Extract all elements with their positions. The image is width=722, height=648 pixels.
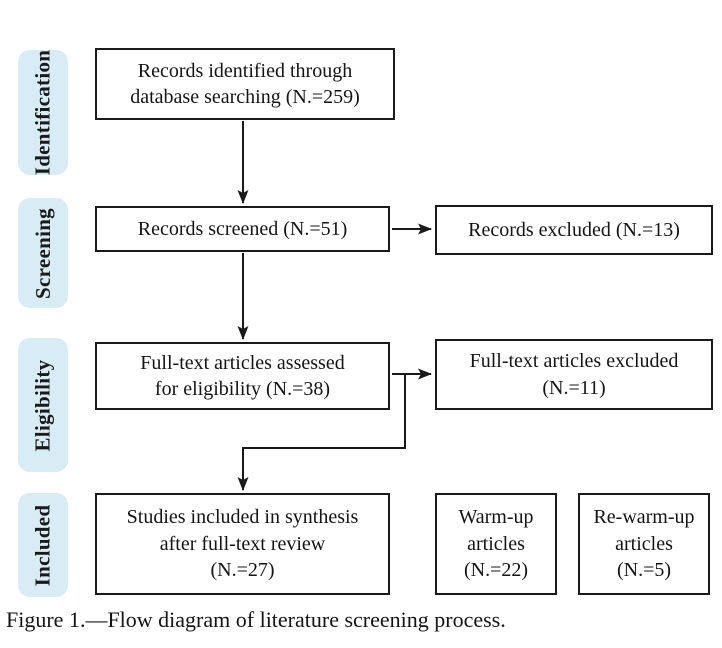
stage-label-included: Included (30, 504, 55, 586)
node-text-line: Warm-up (458, 506, 534, 529)
stage-badge-eligibility: Eligibility (18, 338, 68, 472)
node-text-line: after full-text review (159, 532, 326, 555)
node-warmup-articles: Warm-up articles (N.=22) (435, 493, 557, 595)
node-fulltext-assessed: Full-text articles assessed for eligibil… (95, 342, 390, 410)
stage-badge-identification: Identification (18, 50, 68, 175)
node-fulltext-excluded: Full-text articles excluded (N.=11) (435, 339, 713, 410)
figure-caption: Figure 1.—Flow diagram of literature scr… (6, 607, 506, 632)
node-records-excluded: Records excluded (N.=13) (435, 205, 713, 255)
node-studies-included: Studies included in synthesis after full… (95, 493, 390, 595)
node-text-line: Re-warm-up (593, 506, 695, 529)
node-text-line: articles (615, 532, 673, 555)
node-rewarmup-articles: Re-warm-up articles (N.=5) (578, 493, 710, 595)
node-text-line: (N.=11) (542, 376, 606, 399)
node-text-line: Studies included in synthesis (126, 506, 359, 529)
stage-badge-screening: Screening (18, 198, 68, 308)
stage-badge-included: Included (18, 493, 68, 597)
node-text-line: Full-text articles excluded (469, 350, 679, 373)
stage-label-identification: Identification (30, 49, 55, 176)
stage-label-screening: Screening (30, 207, 55, 299)
node-text-line: (N.=5) (616, 559, 672, 582)
node-text-line: (N.=27) (210, 559, 275, 582)
node-text-line: for eligibility (N.=38) (154, 378, 331, 400)
node-text-line: Records excluded (N.=13) (468, 218, 680, 241)
node-text-line: Full-text articles assessed (140, 351, 345, 374)
node-text-line: Records screened (N.=51) (137, 217, 348, 240)
node-records-identified: Records identified through database sear… (95, 48, 395, 120)
node-text-line: articles (467, 532, 525, 555)
node-text-line: (N.=22) (463, 559, 529, 582)
node-records-screened: Records screened (N.=51) (95, 206, 390, 252)
node-text-line: Records identified through (137, 59, 353, 82)
node-text-line: database searching (N.=259) (130, 86, 360, 108)
stage-label-eligibility: Eligibility (30, 359, 55, 451)
